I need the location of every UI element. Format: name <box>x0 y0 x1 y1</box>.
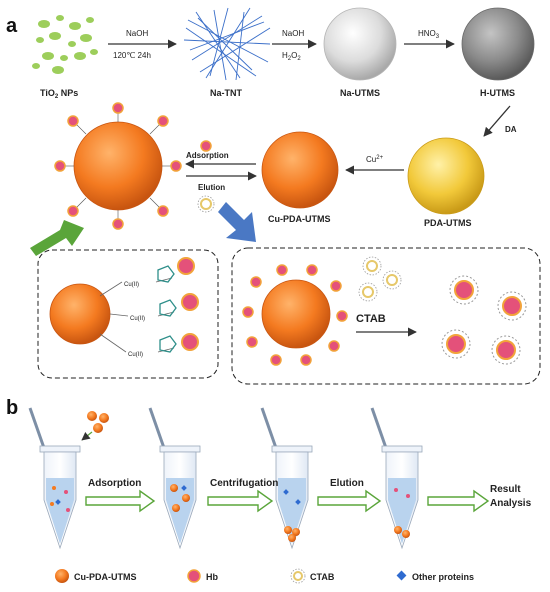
inset-left-frame <box>37 249 219 379</box>
tube-1 <box>28 407 81 550</box>
drop-arrow <box>81 431 93 441</box>
arrow-da <box>483 105 511 137</box>
coordination-bonds <box>99 277 175 353</box>
step-centrifugation: Centrifugation <box>210 478 278 489</box>
h-utms-sphere <box>461 7 535 81</box>
na-tnt-label: Na-TNT <box>210 88 242 98</box>
inset-right-loaded-sphere <box>242 264 348 366</box>
panel-a-label: a <box>6 15 18 37</box>
tube-3 <box>260 407 313 550</box>
elution-label: Elution <box>198 183 225 192</box>
hb-loaded-sphere <box>54 102 182 230</box>
adsorption-label: Adsorption <box>186 151 229 160</box>
hno3-label: HNO3 <box>418 29 440 40</box>
particles-added <box>87 411 109 433</box>
green-arrow <box>30 220 84 256</box>
panel-b-label: b <box>6 397 18 419</box>
legend-ctab-swatch <box>290 568 306 584</box>
legend-cu-pda-utms-swatch <box>55 569 69 583</box>
tube-4 <box>370 407 423 550</box>
tio2-label: TiO2 NPs <box>40 88 78 100</box>
h2o2-label: H2O2 <box>282 51 301 62</box>
na-utms-label: Na-UTMS <box>340 88 380 98</box>
cu-label: Cu2+ <box>366 155 384 164</box>
ctab-hb-complexes <box>441 275 527 365</box>
bond-label-1: Cu(II) <box>124 282 139 288</box>
histidine-rings <box>157 265 177 353</box>
conditions-label: 120℃ 24h <box>113 51 151 60</box>
cu-pda-utms-label: Cu-PDA-UTMS <box>268 214 331 224</box>
pda-utms-sphere <box>407 137 485 215</box>
bond-label-2: Cu(II) <box>130 316 145 322</box>
bond-label-3: Cu(II) <box>128 352 143 358</box>
legend-other-proteins-swatch <box>396 570 407 581</box>
ctab-label: CTAB <box>356 313 386 325</box>
na-tnt-nanotubes <box>183 7 271 81</box>
legend-hb-swatch <box>187 569 201 583</box>
ctab-molecules <box>358 256 402 302</box>
legend-ctab: CTAB <box>310 572 335 582</box>
step-arrows <box>85 489 490 513</box>
result-line-1: Result <box>490 484 521 495</box>
inset-left-hb <box>177 257 199 351</box>
h-utms-label: H-UTMS <box>480 88 515 98</box>
tio2-nanoparticles <box>32 15 98 74</box>
hb-symbol-top <box>200 140 212 152</box>
da-label: DA <box>505 125 517 134</box>
step-adsorption: Adsorption <box>88 478 141 489</box>
legend-hb: Hb <box>206 572 218 582</box>
cu-pda-utms-sphere <box>261 131 339 209</box>
step-elution: Elution <box>330 478 364 489</box>
legend-cu-pda-utms: Cu-PDA-UTMS <box>74 572 137 582</box>
tube-2 <box>148 407 201 550</box>
na-utms-sphere <box>323 7 397 81</box>
naoh-label-1: NaOH <box>126 29 148 38</box>
naoh-label-2: NaOH <box>282 29 304 38</box>
pda-utms-label: PDA-UTMS <box>424 218 472 228</box>
inset-right-frame <box>231 247 541 385</box>
ctab-symbol-top <box>197 195 215 213</box>
blue-arrow <box>218 202 256 242</box>
result-line-2: Analysis <box>490 498 532 509</box>
legend-other-proteins: Other proteins <box>412 572 474 582</box>
legend: Cu-PDA-UTMS Hb CTAB Other proteins <box>55 568 474 584</box>
